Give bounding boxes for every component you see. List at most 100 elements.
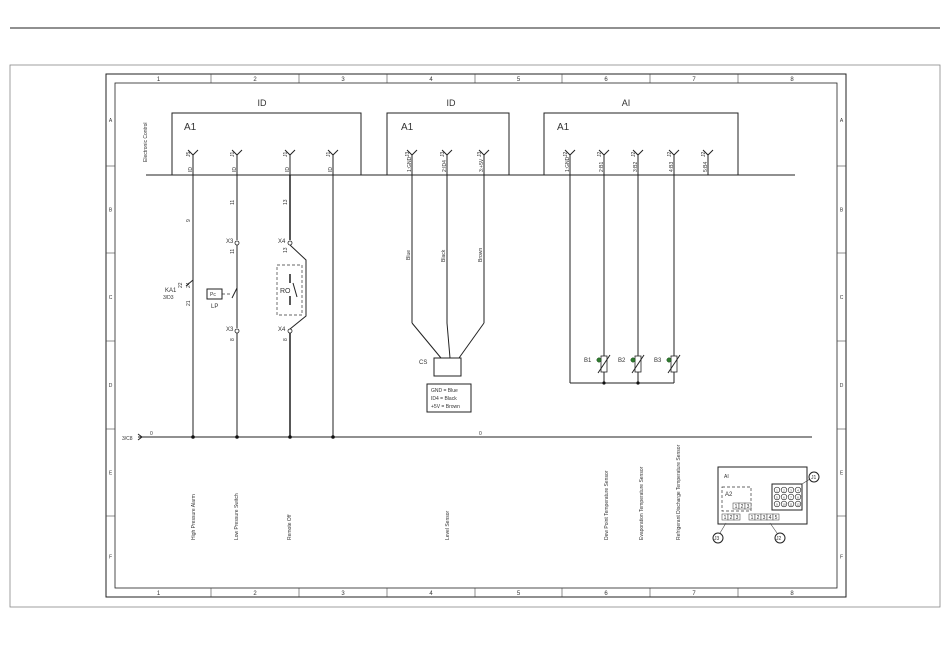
inset-pin-label: 1	[724, 515, 727, 521]
row-label-left: C	[109, 295, 113, 301]
inset-grid-pin	[773, 493, 781, 501]
inset-grid-pin	[787, 493, 795, 501]
module-id-2: ID A1	[386, 98, 510, 176]
terminal-connector: J32:ID4	[440, 149, 453, 175]
terminal-connector: J2 5:B4	[701, 149, 714, 175]
inset-grid-pin	[780, 500, 788, 508]
inset-grid-pin	[794, 486, 802, 494]
ka1-pin-bottom: 21	[186, 300, 192, 306]
column-label-bottom: 5	[517, 591, 521, 597]
x4-top-label: X4	[278, 239, 286, 245]
terminal-conn-label: J1	[283, 152, 289, 158]
terminal-pin-label: 5:B4	[703, 161, 709, 172]
column-label-top: 7	[692, 77, 696, 83]
probe-label: B3	[654, 358, 662, 364]
terminal-pin-label: 1:GND	[565, 156, 571, 172]
x3-top-pin: 11	[230, 249, 236, 254]
column-label-bottom: 6	[604, 591, 608, 597]
temperature-probe: B2	[618, 354, 645, 374]
terminal-pin-label: 3:B2	[633, 161, 639, 172]
ro-label: RO	[280, 288, 291, 295]
row-label-left: B	[109, 208, 113, 214]
bus-mid-label: 0	[479, 431, 482, 437]
inset-pin-label: 3	[763, 515, 766, 521]
terminal-pin-label: 4:B3	[669, 161, 675, 172]
terminal-conn-label: J2	[631, 152, 637, 158]
terminal-conn-label: J2	[563, 152, 569, 158]
terminal-conn-label: J2	[701, 152, 707, 158]
bus-ref: 3/C8	[122, 436, 133, 442]
temperature-probe: B3	[654, 354, 681, 374]
row-label-right: E	[840, 471, 844, 477]
temperature-probes	[569, 175, 675, 385]
desc-level-sensor: Level Sensor	[445, 510, 451, 540]
cable-color-blue: Blue	[406, 250, 412, 260]
inset-pin-label: 3	[747, 504, 750, 510]
inset-grid-pin	[780, 493, 788, 501]
inset-grid-pin-label: 11	[789, 503, 792, 507]
inset-grid-pin-label: 10	[782, 503, 786, 507]
terminal-conn-label: J2	[667, 152, 673, 158]
x4-bottom-pin: 8	[283, 338, 289, 341]
x4-bottom-label: X4	[278, 327, 286, 333]
terminal-pin-label: 3:+5V	[479, 158, 485, 172]
electronic-control-label: Electronic Control	[143, 123, 149, 162]
drawing-border-inner	[114, 82, 838, 589]
terminal-group: J5IDJ1IDJ1IDJ1IDJ31:GNDJ32:ID4J33:+5VJ21…	[186, 149, 714, 175]
desc-remote-off: Remote Off	[287, 514, 293, 540]
ka1-pin-top2: 24	[186, 282, 192, 288]
desc-evaporation-sensor: Evaporation Temperature Sensor	[639, 466, 645, 540]
wire-number-13: 13	[283, 199, 289, 205]
desc-low-pressure-switch: Low Pressure Switch	[234, 493, 240, 540]
x3-bottom-label: X3	[226, 327, 234, 333]
inset-callout-j2: J2	[776, 536, 782, 542]
drawing-border-outer	[105, 73, 847, 598]
module-id-2-title: ID	[447, 98, 457, 108]
column-label-top: 6	[604, 77, 608, 83]
desc-high-pressure-alarm: High Pressure Alarm	[191, 494, 197, 540]
cable-color-black: Black	[441, 249, 447, 262]
inset-pin-label: 1	[735, 504, 738, 510]
inset-pin-label: 5	[775, 515, 778, 521]
inset-grid-pin-label: 2	[783, 489, 785, 493]
terminal-conn-label: J1	[230, 152, 236, 158]
module-id-2-name: A1	[401, 122, 414, 133]
wire-number-11: 11	[230, 200, 236, 205]
inset-pin-label: 4	[769, 515, 772, 521]
terminal-conn-label: J3	[440, 152, 446, 158]
terminal-conn-label: J1	[326, 152, 332, 158]
temperature-probe: B1	[584, 354, 611, 374]
row-label-right: A	[840, 118, 844, 124]
terminal-connector: J2 4:B3	[667, 149, 680, 175]
lp-label: LP	[211, 304, 218, 310]
module-ai-title: AI	[622, 98, 631, 108]
row-label-left: A	[109, 118, 113, 124]
ka1-label: KA1	[165, 288, 177, 294]
wire-number-9: 9	[186, 219, 192, 222]
column-label-top: 4	[429, 77, 433, 83]
column-label-top: 8	[790, 77, 794, 83]
row-label-right: B	[840, 208, 844, 214]
column-label-bottom: 4	[429, 591, 433, 597]
x3-terminals: X3 11 X3 8	[226, 239, 240, 341]
inset-grid-pin	[773, 500, 781, 508]
row-label-right: D	[840, 383, 844, 389]
cs-legend-gnd: GND = Blue	[431, 388, 458, 394]
column-label-bottom: 3	[341, 591, 345, 597]
inset-grid-pin	[794, 493, 802, 501]
inset-grid-pin-label: 9	[776, 503, 778, 507]
inset-grid-pin	[780, 486, 788, 494]
column-label-top: 5	[517, 77, 521, 83]
terminal-conn-label: J5	[186, 152, 192, 158]
low-pressure-switch: Pc LP	[206, 287, 238, 310]
probe-symbols: B1 B2 B3	[584, 354, 681, 374]
